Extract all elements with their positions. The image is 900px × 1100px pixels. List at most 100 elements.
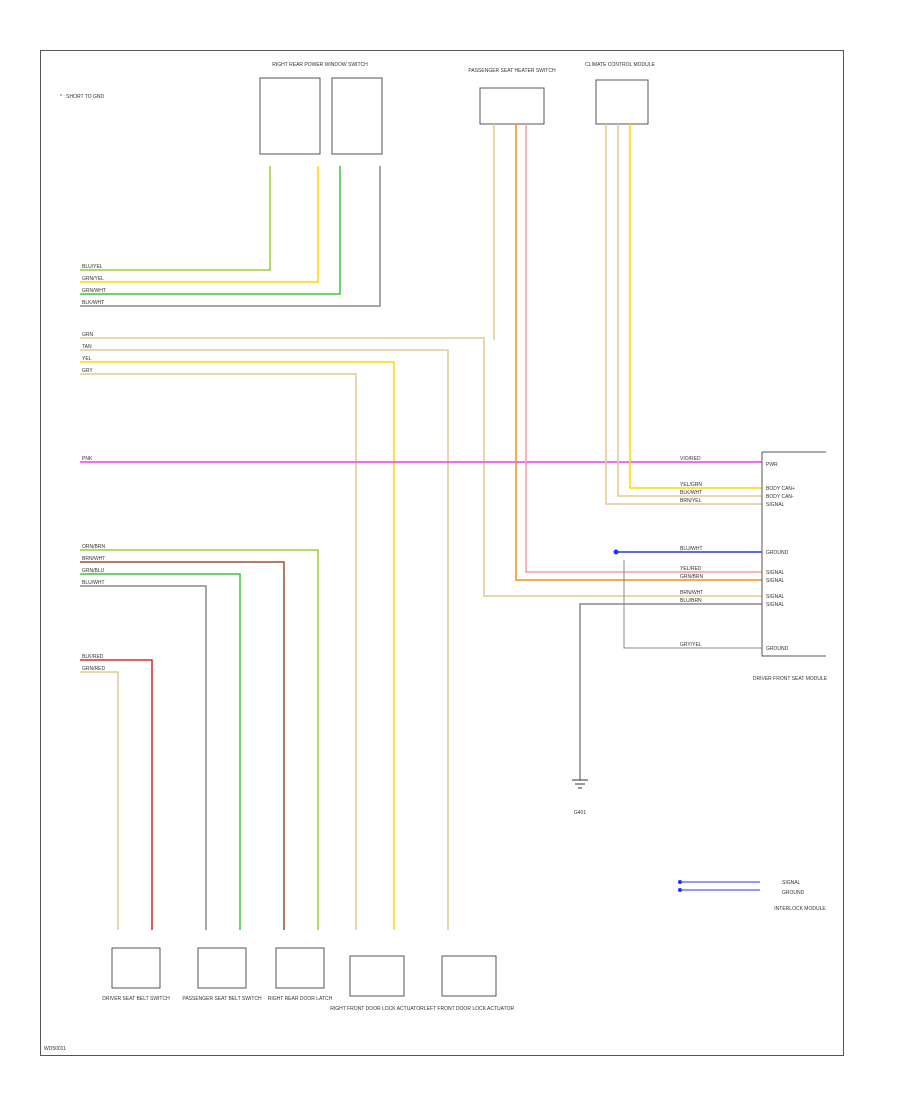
label-blu-wht: BLU/WHT: [82, 580, 105, 586]
wire-center-red: [525, 124, 762, 573]
wire-gray-ground: [579, 603, 762, 780]
label-orn-brn: ORN/BRN: [82, 544, 105, 550]
right-lower-labels: YEL/RED GRN/BRN BRN/WHT BLU/BRN: [680, 566, 703, 604]
climate-module: CLIMATE CONTROL MODULE: [585, 62, 656, 125]
wire-orn-brn: [80, 549, 319, 930]
right-front-lock-box: [349, 955, 405, 997]
seat-belt-driver-box: [111, 947, 161, 989]
seat-belt-passenger-box: [197, 947, 247, 989]
ground-label: G401: [574, 810, 586, 816]
wire-blk-wht: [80, 166, 381, 307]
label-right-lower-3: BRN/WHT: [680, 590, 703, 596]
group2-labels: GRN TAN YEL GRY: [82, 332, 94, 374]
interlock-splice-2: [678, 888, 682, 892]
label-grn-red: GRN/RED: [82, 666, 105, 672]
seat-belt-driver-label: DRIVER SEAT BELT SWITCH: [102, 996, 170, 1002]
left-front-lock-label: LEFT FRONT DOOR LOCK ACTUATOR: [424, 1006, 515, 1012]
interlock-section: SIGNAL GROUND INTERLOCK MODULE: [678, 880, 826, 912]
interlock-ground-label: GROUND: [782, 890, 805, 896]
pin-label-4: GROUND: [766, 550, 789, 556]
label-grn-blu: GRN/BLU: [82, 568, 105, 574]
wire-blu-yel: [80, 166, 271, 271]
main-module: PWR BODY CAN+ BODY CAN- SIGNAL GROUND SI…: [753, 451, 828, 682]
group5-labels: BLK/RED GRN/RED: [82, 654, 105, 672]
diagram-frame: [40, 50, 844, 1056]
left-front-lock-box: [441, 955, 497, 997]
group2-wires: [80, 337, 762, 930]
wire-yel: [80, 361, 395, 930]
label-right-pink: VIO/RED: [680, 456, 701, 462]
rear-window-switch-label: RIGHT REAR POWER WINDOW SWITCH: [272, 62, 368, 68]
right-upper-labels: YEL/GRN BLK/WHT BRN/YEL: [680, 482, 702, 504]
rear-window-switch: RIGHT REAR POWER WINDOW SWITCH: [259, 62, 383, 155]
pin-label-3: SIGNAL: [766, 502, 785, 508]
label-blk-wht: BLK/WHT: [82, 300, 104, 306]
wire-gry: [80, 373, 357, 930]
label-grn-yel: GRN/YEL: [82, 276, 104, 282]
right-front-lock-label: RIGHT FRONT DOOR LOCK ACTUATOR: [330, 1006, 424, 1012]
label-right-upper-3: BRN/YEL: [680, 498, 702, 504]
interlock-module-label: INTERLOCK MODULE: [774, 906, 826, 912]
passenger-seat-heater-label: PASSENGER SEAT HEATER SWITCH: [468, 68, 556, 74]
wire-grn-wht: [80, 166, 341, 295]
right-vertical-wires: [605, 124, 762, 505]
splice-blue: [613, 549, 619, 555]
wire-right-2: [617, 124, 762, 497]
wire-grn-yel: [80, 166, 319, 283]
label-yel: YEL: [82, 356, 92, 362]
interlock-signal-label: SIGNAL: [782, 880, 801, 886]
pin-label-2: BODY CAN-: [766, 494, 794, 500]
wire-tan: [80, 349, 449, 930]
label-grn-wht: GRN/WHT: [82, 288, 106, 294]
label-right-lower-2: GRN/BRN: [680, 574, 703, 580]
group4-wires: [80, 549, 319, 930]
label-gry: GRY: [82, 368, 93, 374]
wire-center-orange: [515, 124, 762, 581]
wire-right-3: [629, 124, 762, 489]
diagram-code: WD50011: [44, 1046, 66, 1052]
pin-label-8: SIGNAL: [766, 602, 785, 608]
interlock-splice-1: [678, 880, 682, 884]
label-right-blue: BLU/WHT: [680, 546, 703, 552]
upper-left-wires: [80, 166, 381, 307]
wire-brn-wht: [80, 561, 285, 930]
label-right-upper-2: BLK/WHT: [680, 490, 702, 496]
pin-label-0: PWR: [766, 462, 778, 468]
wire-gray-yel: [623, 560, 762, 649]
group5-wires: [80, 659, 153, 930]
label-blu-yel: BLU/YEL: [82, 264, 103, 270]
label-right-upper-1: YEL/GRN: [680, 482, 702, 488]
label-pnk: PNK: [82, 456, 93, 462]
label-brn-wht: BRN/WHT: [82, 556, 105, 562]
pin-label-5: SIGNAL: [766, 570, 785, 576]
label-tan: TAN: [82, 344, 92, 350]
pin-label-7: SIGNAL: [766, 594, 785, 600]
bottom-components: DRIVER SEAT BELT SWITCH PASSENGER SEAT B…: [102, 947, 515, 1012]
group4-labels: ORN/BRN BRN/WHT GRN/BLU BLU/WHT: [82, 544, 105, 586]
label-blk-red: BLK/RED: [82, 654, 104, 660]
legend-note: * : SHORT TO GND: [60, 94, 105, 100]
passenger-seat-heater: PASSENGER SEAT HEATER SWITCH: [468, 68, 556, 125]
label-right-lower-4: BLU/BRN: [680, 598, 702, 604]
door-latch-box: [275, 947, 325, 989]
label-right-gray: GRY/YEL: [680, 642, 702, 648]
center-vertical-wires: [493, 124, 762, 581]
wire-grn-blu: [80, 573, 241, 930]
wire-blu-wht: [80, 585, 207, 930]
pin-label-9: GROUND: [766, 646, 789, 652]
label-right-lower-1: YEL/RED: [680, 566, 702, 572]
seat-belt-passenger-label: PASSENGER SEAT BELT SWITCH: [182, 996, 262, 1002]
pin-label-6: SIGNAL: [766, 578, 785, 584]
wire-grn-red: [80, 671, 119, 930]
climate-module-label: CLIMATE CONTROL MODULE: [585, 62, 655, 68]
ground-symbol: G401: [572, 779, 588, 816]
pin-label-1: BODY CAN+: [766, 486, 795, 492]
wire-grn: [80, 337, 762, 597]
wire-blk-red: [80, 659, 153, 930]
door-latch-label: RIGHT REAR DOOR LATCH: [268, 996, 333, 1002]
label-grn: GRN: [82, 332, 94, 338]
main-module-label: DRIVER FRONT SEAT MODULE: [753, 676, 828, 682]
upper-left-labels: BLU/YEL GRN/YEL GRN/WHT BLK/WHT: [82, 264, 106, 306]
